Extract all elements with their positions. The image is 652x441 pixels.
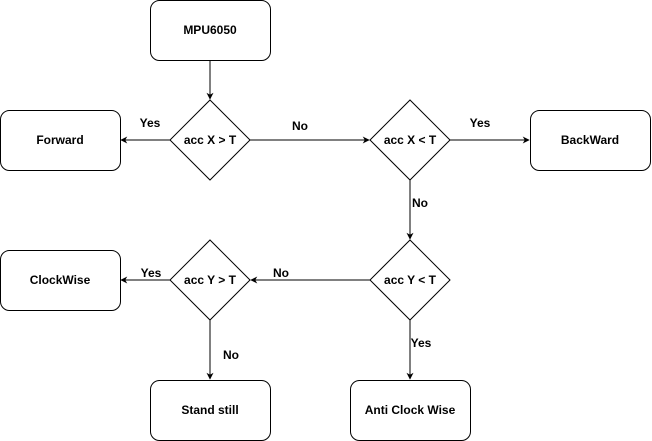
edge-label-yes: Yes: [411, 336, 432, 350]
node-label: MPU6050: [183, 23, 237, 37]
edge-label-no: No: [292, 119, 308, 133]
node-label: Anti Clock Wise: [365, 403, 456, 417]
decision-acc-x-lt: acc X < T: [369, 99, 451, 181]
edge-label-no: No: [412, 196, 428, 210]
node-label: acc Y < T: [384, 273, 437, 287]
decision-acc-y-lt: acc Y < T: [369, 239, 451, 321]
node-forward: Forward: [0, 110, 121, 171]
node-mpu6050: MPU6050: [150, 0, 271, 61]
node-clockwise: ClockWise: [0, 250, 121, 311]
node-backward: BackWard: [530, 110, 651, 171]
node-label: acc X < T: [384, 133, 437, 147]
edge-label-no: No: [223, 348, 239, 362]
node-label: Forward: [36, 133, 83, 147]
node-label: acc X > T: [184, 133, 237, 147]
node-label: Stand still: [181, 403, 238, 417]
edge-label-yes: Yes: [470, 116, 491, 130]
node-label: BackWard: [561, 133, 619, 147]
node-label: acc Y > T: [184, 273, 237, 287]
edge-label-no: No: [273, 266, 289, 280]
node-stand-still: Stand still: [150, 380, 271, 441]
decision-acc-x-gt: acc X > T: [169, 99, 251, 181]
node-anti-clock-wise: Anti Clock Wise: [350, 380, 471, 441]
node-label: ClockWise: [30, 273, 91, 287]
edge-label-yes: Yes: [140, 116, 161, 130]
decision-acc-y-gt: acc Y > T: [169, 239, 251, 321]
edge-label-yes: Yes: [141, 266, 162, 280]
